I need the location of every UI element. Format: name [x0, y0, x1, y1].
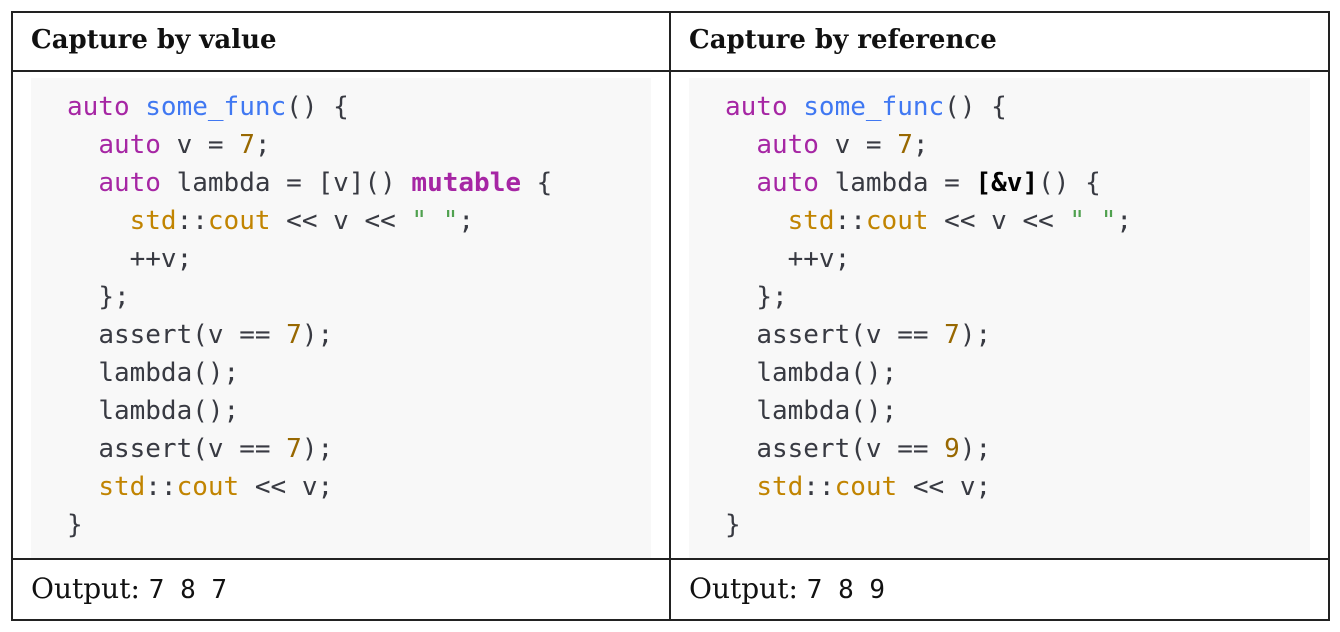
code-token: " " [1069, 206, 1117, 236]
output-by-reference: Output: 7 8 9 [689, 572, 885, 605]
code-token: lambda(); [756, 396, 898, 426]
code-block-by-value: auto some_func() { auto v = 7; auto lamb… [31, 78, 651, 558]
code-token: std [787, 206, 835, 236]
code-token: { [521, 168, 553, 198]
code-token: ); [301, 434, 334, 464]
header-cell-by-value: Capture by value [13, 13, 671, 72]
code-token: () [364, 168, 396, 198]
code-token: ++v; [787, 244, 851, 274]
code-token: v = [818, 130, 898, 160]
code-token: std [98, 472, 146, 502]
code-token: auto [98, 130, 161, 160]
code-token: ; [1116, 206, 1133, 236]
code-token: v = [160, 130, 240, 160]
code-token: ); [959, 320, 992, 350]
code-token: assert(v == [756, 320, 945, 350]
code-token: some_func [803, 92, 945, 122]
code-token: :: [834, 206, 866, 236]
output-label: Output: [689, 572, 798, 605]
comparison-table: Capture by value Capture by reference au… [11, 11, 1330, 621]
output-by-value: Output: 7 8 7 [31, 572, 227, 605]
code-token: 7 [286, 434, 302, 464]
column-header-by-reference: Capture by reference [689, 25, 997, 55]
capture-clause: [&v] [975, 168, 1039, 198]
code-token: std [129, 206, 177, 236]
code-token: 9 [944, 434, 960, 464]
code-token: () { [286, 92, 349, 122]
code-token: auto [756, 168, 819, 198]
code-token: } [725, 510, 741, 540]
code-token: 7 [286, 320, 302, 350]
output-values: 7 8 9 [806, 575, 886, 605]
code-token: :: [803, 472, 835, 502]
code-token: some_func [145, 92, 287, 122]
code-token: () [1038, 168, 1070, 198]
code-token: << v; [897, 472, 992, 502]
code-token: }; [98, 282, 130, 312]
code-token: :: [145, 472, 177, 502]
mutable-keyword: mutable [411, 168, 521, 198]
code-listing-by-reference: auto some_func() { auto v = 7; auto lamb… [689, 78, 1310, 544]
output-label: Output: [31, 572, 140, 605]
code-token: 7 [239, 130, 255, 160]
code-token: auto [756, 130, 819, 160]
code-token: lambda = [160, 168, 318, 198]
header-cell-by-reference: Capture by reference [671, 13, 1328, 72]
code-token: ++v; [129, 244, 193, 274]
code-token: cout [207, 206, 271, 236]
code-listing-by-value: auto some_func() { auto v = 7; auto lamb… [31, 78, 651, 544]
output-cell-by-value: Output: 7 8 7 [13, 560, 671, 619]
code-token: auto [67, 92, 130, 122]
code-token: ; [912, 130, 929, 160]
code-token: () { [944, 92, 1007, 122]
code-token: }; [756, 282, 788, 312]
code-token: 7 [944, 320, 960, 350]
output-cell-by-reference: Output: 7 8 9 [671, 560, 1328, 619]
code-token: cout [176, 472, 240, 502]
code-token: assert(v == [98, 434, 287, 464]
code-cell-by-value: auto some_func() { auto v = 7; auto lamb… [13, 72, 671, 560]
output-values: 7 8 7 [148, 575, 228, 605]
code-token: lambda(); [98, 358, 240, 388]
code-block-by-reference: auto some_func() { auto v = 7; auto lamb… [689, 78, 1310, 558]
code-token: auto [725, 92, 788, 122]
code-token: << v << [270, 206, 412, 236]
code-token: lambda(); [756, 358, 898, 388]
code-token: lambda = [818, 168, 976, 198]
code-token: << v; [239, 472, 334, 502]
code-token: 7 [897, 130, 913, 160]
code-token: } [67, 510, 83, 540]
code-token: ; [458, 206, 475, 236]
code-cell-by-reference: auto some_func() { auto v = 7; auto lamb… [671, 72, 1328, 560]
code-token: cout [865, 206, 929, 236]
code-token: ; [254, 130, 271, 160]
code-token: ); [959, 434, 992, 464]
code-token: " " [411, 206, 459, 236]
code-token: cout [834, 472, 898, 502]
code-token: lambda(); [98, 396, 240, 426]
code-token: std [756, 472, 804, 502]
column-header-by-value: Capture by value [31, 25, 277, 55]
code-token: assert(v == [756, 434, 945, 464]
code-token: ); [301, 320, 334, 350]
code-token: << v << [928, 206, 1070, 236]
code-token: :: [176, 206, 208, 236]
code-token: assert(v == [98, 320, 287, 350]
capture-clause: [v] [317, 168, 365, 198]
code-token: auto [98, 168, 161, 198]
code-token: { [1069, 168, 1101, 198]
